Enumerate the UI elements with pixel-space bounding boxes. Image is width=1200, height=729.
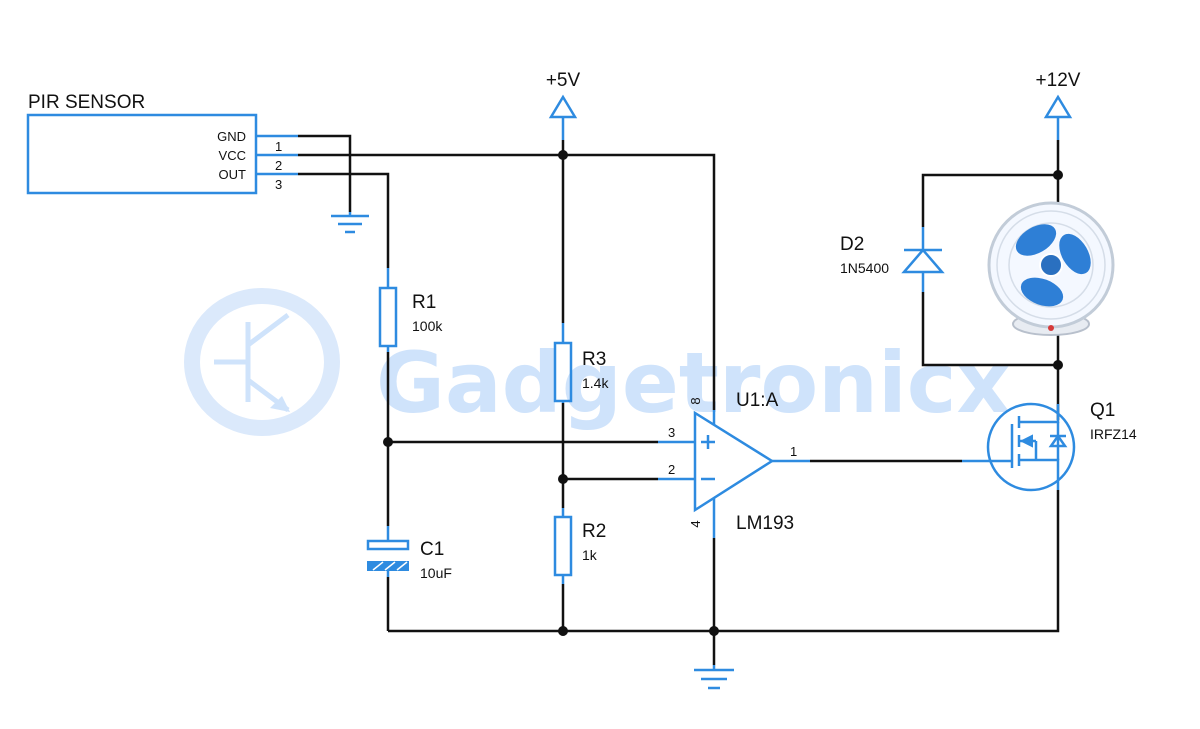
ground-symbol-main bbox=[694, 665, 734, 690]
resistor-r1: R1 100k bbox=[378, 268, 443, 352]
watermark-text: Gadgetronicx bbox=[376, 334, 1011, 432]
pir-pin-out: OUT bbox=[219, 167, 247, 182]
opamp-pin-minus: 2 bbox=[668, 462, 675, 477]
junctions bbox=[383, 150, 1063, 636]
pir-sensor: PIR SENSOR GND VCC OUT 1 2 3 bbox=[26, 92, 298, 195]
table-fan-icon bbox=[987, 201, 1115, 338]
pir-pin-number-3: 3 bbox=[275, 177, 282, 192]
opamp-part: LM193 bbox=[736, 513, 794, 534]
pir-pin-number-1: 1 bbox=[275, 139, 282, 154]
r2-ref: R2 bbox=[582, 521, 606, 542]
r2-value: 1k bbox=[582, 547, 598, 563]
pir-pin-number-2: 2 bbox=[275, 158, 282, 173]
wires bbox=[298, 134, 1060, 665]
resistor-r3: R3 1.4k bbox=[553, 323, 609, 403]
opamp-pin-plus: 3 bbox=[668, 425, 675, 440]
rail-5v-label: +5V bbox=[546, 70, 581, 91]
opamp-u1: 3 2 1 8 4 U1:A LM193 bbox=[658, 390, 810, 538]
rail-12v-label: +12V bbox=[1036, 70, 1081, 91]
watermark: Gadgetronicx bbox=[184, 288, 1011, 436]
opamp-ref: U1:A bbox=[736, 390, 779, 411]
c1-value: 10uF bbox=[420, 565, 452, 581]
opamp-pin-out: 1 bbox=[790, 444, 797, 459]
r3-ref: R3 bbox=[582, 349, 606, 370]
opamp-pin-vcc: 8 bbox=[688, 397, 703, 404]
d2-part: 1N5400 bbox=[840, 260, 889, 276]
mosfet-q1: Q1 IRFZ14 bbox=[962, 400, 1137, 492]
opamp-pin-gnd: 4 bbox=[688, 520, 703, 527]
pir-title: PIR SENSOR bbox=[28, 92, 145, 113]
rail-12v: +12V bbox=[1036, 70, 1081, 140]
d2-ref: D2 bbox=[840, 234, 864, 255]
q1-ref: Q1 bbox=[1090, 400, 1115, 421]
r1-value: 100k bbox=[412, 318, 443, 334]
pir-pin-vcc: VCC bbox=[219, 148, 246, 163]
transistor-logo-icon bbox=[184, 288, 340, 436]
rail-5v: +5V bbox=[546, 70, 581, 140]
q1-part: IRFZ14 bbox=[1090, 426, 1137, 442]
resistor-r2: R2 1k bbox=[553, 508, 606, 584]
c1-ref: C1 bbox=[420, 539, 444, 560]
capacitor-c1: C1 10uF bbox=[366, 526, 452, 581]
pir-pin-gnd: GND bbox=[217, 129, 246, 144]
r3-value: 1.4k bbox=[582, 375, 609, 391]
ground-symbol-pir bbox=[331, 212, 369, 234]
diode-d2: D2 1N5400 bbox=[840, 227, 945, 292]
r1-ref: R1 bbox=[412, 292, 436, 313]
